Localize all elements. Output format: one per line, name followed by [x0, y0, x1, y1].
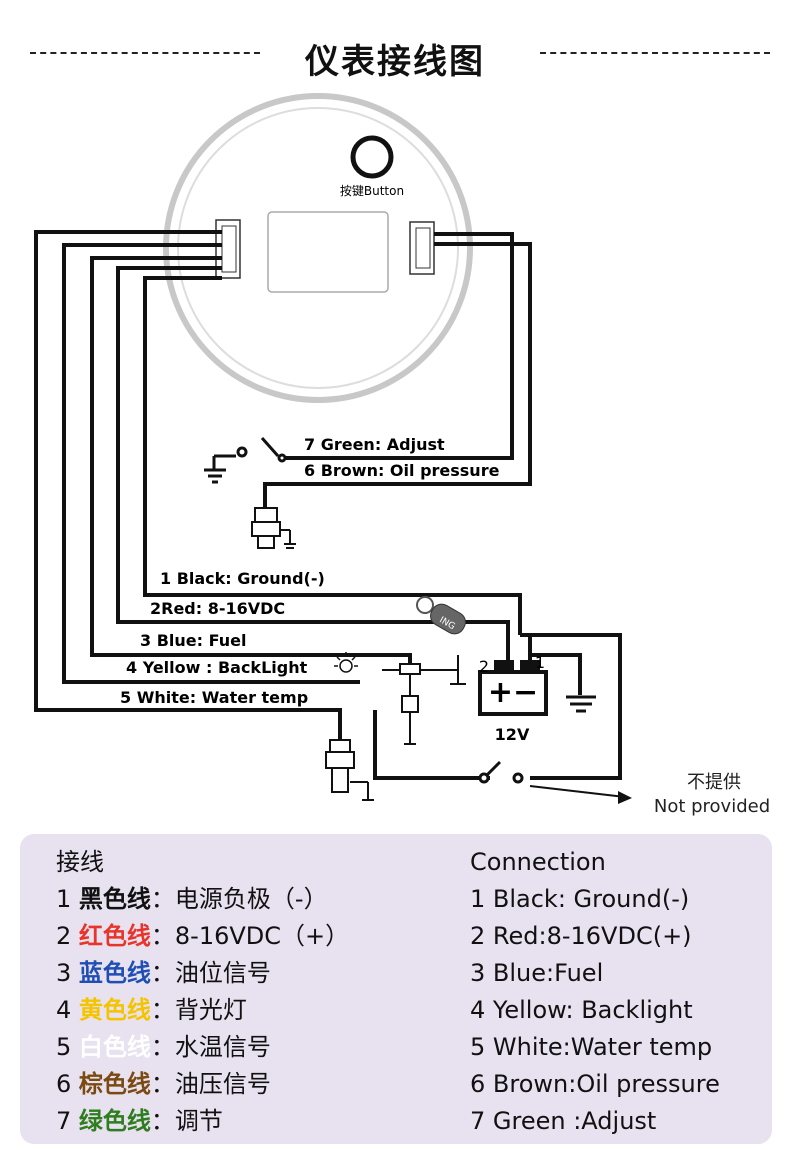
wire-label-4: 4 Yellow : BackLight: [126, 658, 308, 677]
header: 仪表接线图: [0, 0, 790, 110]
legend-en-title: Connection: [470, 848, 606, 876]
legend-cn-color-name: 红色线: [78, 922, 151, 950]
battery-terminal-1: 1: [535, 653, 545, 672]
legend-cn-desc: ：油压信号: [150, 1070, 271, 1098]
wire-label-6: 6 Brown: Oil pressure: [304, 461, 500, 480]
battery-ground-wire: [530, 653, 582, 695]
button-icon[interactable]: [350, 135, 394, 179]
title-dash-left: [30, 52, 260, 54]
legend-cn-color-name: 黑色线: [78, 885, 151, 913]
legend-cn-row: 5 白色线：水温信号: [56, 1029, 349, 1066]
legend-cn-color-name: 黄色线: [78, 996, 151, 1024]
fuel-sender-icon: [382, 655, 466, 745]
legend-en-row: 4 Yellow: Backlight: [470, 996, 693, 1024]
wire-label-5: 5 White: Water temp: [120, 688, 308, 707]
legend-cn: 接线 1 黑色线：电源负极（-）2 红色线：8-16VDC（+）3 蓝色线：油位…: [56, 844, 349, 1140]
legend-cn-row: 2 红色线：8-16VDC（+）: [56, 918, 349, 955]
legend-cn-desc: ：调节: [150, 1107, 223, 1135]
legend-en-row: 1 Black: Ground(-): [470, 885, 690, 913]
connection-legend: 接线 1 黑色线：电源负极（-）2 红色线：8-16VDC（+）3 蓝色线：油位…: [20, 834, 772, 1144]
legend-en-row: 5 White:Water temp: [470, 1033, 713, 1061]
legend-cn-desc: ：水温信号: [150, 1033, 271, 1061]
page-title: 仪表接线图: [305, 42, 485, 82]
legend-cn-color-name: 棕色线: [78, 1070, 151, 1098]
legend-cn-num: 5: [56, 1033, 79, 1061]
legend-cn-row: 1 黑色线：电源负极（-）: [56, 881, 349, 918]
legend-en-row: 7 Green :Adjust: [470, 1107, 657, 1135]
oil-pressure-sensor-icon: [251, 507, 296, 549]
legend-cn-desc: ：电源负极（-）: [150, 885, 328, 913]
battery-terminal-2: 2: [479, 657, 489, 676]
legend-cn-num: 7: [56, 1107, 79, 1135]
wire-label-2: 2Red: 8-16VDC: [150, 599, 285, 618]
legend-en-row: 3 Blue:Fuel: [470, 959, 604, 987]
legend-en: Connection 1 Black: Ground(-) 2 Red:8-16V…: [470, 844, 720, 1140]
wire-lines: [34, 230, 622, 780]
legend-cn-title: 接线: [56, 848, 104, 876]
battery-label: 12V: [495, 725, 530, 744]
wire-label-3: 3 Blue: Fuel: [140, 631, 246, 650]
title-dash-right: [540, 52, 770, 54]
battery: +− 12V 2 1: [478, 653, 548, 744]
legend-cn-row: 3 蓝色线：油位信号: [56, 955, 349, 992]
legend-cn-num: 2: [56, 922, 79, 950]
wiring-diagram: 按键Button: [34, 93, 770, 817]
legend-cn-color-name: 白色线: [78, 1033, 151, 1061]
legend-cn-num: 1: [56, 885, 79, 913]
legend-cn-color-name: 蓝色线: [78, 959, 151, 987]
gauge-display: [267, 211, 389, 293]
battery-ground-icon: [566, 695, 596, 713]
legend-cn-desc: ：背光灯: [150, 996, 247, 1024]
legend-en-row: 6 Brown:Oil pressure: [470, 1070, 720, 1098]
legend-en-row: 2 Red:8-16VDC(+): [470, 922, 692, 950]
wire-label-7: 7 Green: Adjust: [304, 435, 445, 454]
not-provided-en: Not provided: [654, 796, 770, 817]
gauge: 按键Button: [163, 93, 473, 403]
wire-3-blue: [90, 256, 412, 665]
ignition-key-icon: ING: [416, 596, 466, 635]
water-temp-sensor-icon: [325, 739, 374, 801]
wire-5-white: [34, 230, 342, 740]
not-provided-arrow: [529, 785, 632, 804]
legend-cn-num: 3: [56, 959, 79, 987]
legend-cn-num: 6: [56, 1070, 79, 1098]
wire-6-brown: [263, 242, 532, 508]
battery-sign: +−: [488, 675, 538, 710]
legend-cn-desc: ：8-16VDC（+）: [150, 922, 350, 950]
wire-4-yellow: [62, 243, 360, 684]
button-label: 按键Button: [340, 184, 404, 198]
wire-1-black: [143, 276, 522, 635]
wire-7-green: [280, 232, 514, 460]
switch-wire: [520, 633, 622, 780]
legend-cn-num: 4: [56, 996, 79, 1024]
legend-cn-color-name: 绿色线: [78, 1107, 151, 1135]
ignition-switch: [478, 760, 524, 784]
not-provided-cn: 不提供: [687, 772, 741, 793]
backlight-bulb-icon: [334, 652, 358, 673]
wire-label-1: 1 Black: Ground(-): [160, 569, 325, 588]
wire-2-red: [116, 266, 510, 660]
legend-cn-desc: ：油位信号: [150, 959, 271, 987]
legend-cn-row: 4 黄色线：背光灯: [56, 992, 349, 1029]
battery-body: [478, 670, 548, 716]
legend-cn-row: 7 绿色线：调节: [56, 1103, 349, 1140]
adjust-switch: [204, 437, 287, 484]
legend-cn-row: 6 棕色线：油压信号: [56, 1066, 349, 1103]
